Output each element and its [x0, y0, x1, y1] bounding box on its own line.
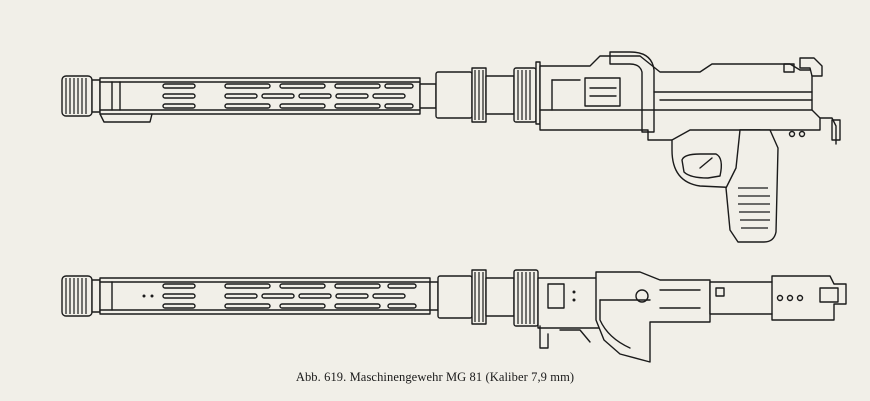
barrel-jacket-top: [99, 77, 421, 123]
gun-side-view-bottom: [61, 269, 847, 363]
cooling-slots-bottom: [162, 283, 417, 309]
receiver-top: [535, 51, 841, 145]
muzzle-cap-top: [61, 75, 101, 117]
muzzle-cap-bottom: [61, 275, 101, 317]
barrel-jacket-bottom: [99, 277, 431, 315]
pistol-grip: [671, 129, 779, 243]
receiver-bottom: [537, 271, 847, 363]
figure-caption: Abb. 619. Maschinengewehr MG 81 (Kaliber…: [295, 370, 575, 384]
cooling-slots-top: [162, 83, 414, 109]
barrel-collar-top: [419, 67, 537, 123]
barrel-collar-bottom: [429, 269, 539, 327]
gun-side-view-top: [61, 51, 841, 243]
